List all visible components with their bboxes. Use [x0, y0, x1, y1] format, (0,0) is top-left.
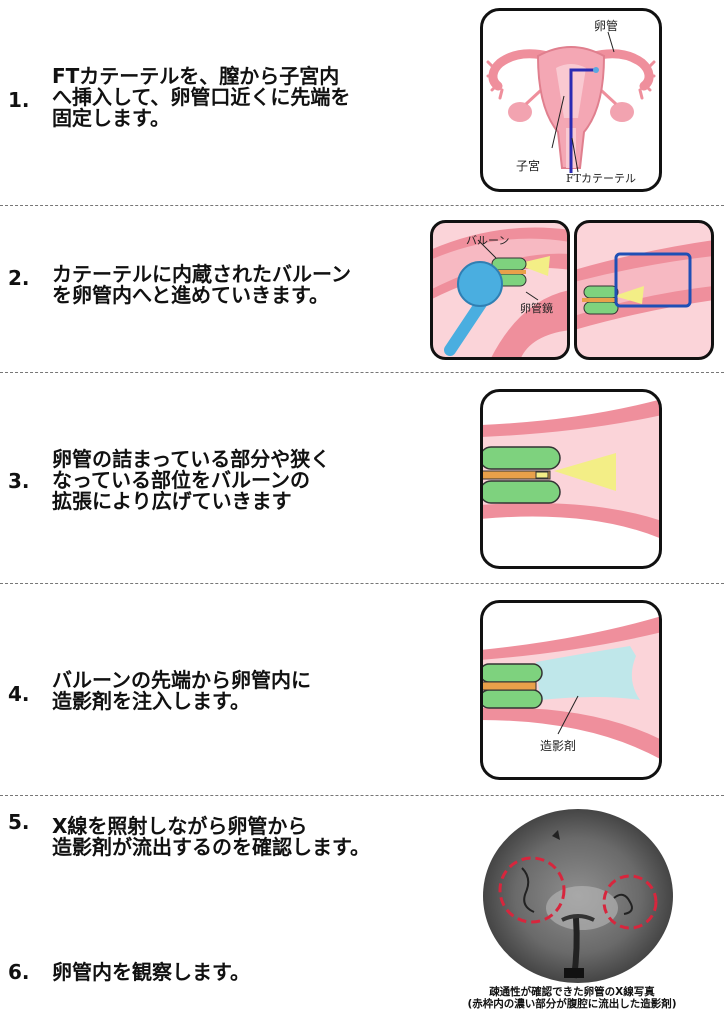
- separator: [0, 205, 724, 206]
- step-number: 2.: [8, 266, 30, 290]
- separator: [0, 795, 724, 796]
- step-text: FTカテーテルを、膣から子宮内 へ挿入して、卵管口近くに先端を 固定します。: [52, 66, 350, 129]
- step-number: 1.: [8, 88, 30, 112]
- step-text-line: カテーテルに内蔵されたバルーン: [52, 262, 351, 286]
- step-text: カテーテルに内蔵されたバルーン を卵管内へと進めていきます。: [52, 264, 351, 306]
- step-number: 6.: [8, 960, 30, 984]
- step-text-line: 造影剤を注入します。: [52, 689, 250, 713]
- xray-caption-line: 疎通性が確認できた卵管のX線写真: [489, 986, 655, 998]
- uterus-label: 子宮: [516, 158, 540, 173]
- step-text-line: 卵管の詰まっている部分や狭く: [52, 447, 331, 471]
- balloon-label: バルーン: [466, 234, 509, 247]
- step-text-line: 固定します。: [52, 106, 170, 130]
- contrast-injection-illustration: 造影剤: [480, 600, 662, 780]
- step-text-line: を卵管内へと進めていきます。: [52, 283, 329, 307]
- step-text-line: 造影剤が流出するのを確認します。: [52, 835, 370, 859]
- step-text: 卵管内を観察します。: [52, 962, 250, 983]
- fallopian-tube-label: 卵管: [594, 18, 618, 33]
- step-text-line: 拡張により広げていきます: [52, 489, 292, 513]
- xray-image: [483, 809, 673, 983]
- balloon-dilation-illustration: [480, 389, 662, 569]
- step-text-line: X線を照射しながら卵管から: [52, 814, 308, 838]
- step-number: 4.: [8, 682, 30, 706]
- step-number: 5.: [8, 810, 30, 834]
- step-text: 卵管の詰まっている部分や狭く なっている部位をバルーンの 拡張により広げていきま…: [52, 449, 330, 512]
- balloon-advance-illustration: [574, 220, 714, 360]
- uterus-illustration: 卵管 子宮 FTカテーテル: [480, 8, 662, 192]
- step-text-line: なっている部位をバルーンの: [52, 468, 310, 492]
- separator: [0, 583, 724, 584]
- step-3: 3. 卵管の詰まっている部分や狭く なっている部位をバルーンの 拡張により広げて…: [0, 373, 724, 583]
- step-5: 5. X線を照射しながら卵管から 造影剤が流出するのを確認します。: [0, 796, 724, 896]
- step-text-line: へ挿入して、卵管口近くに先端を: [52, 85, 351, 109]
- step-text: X線を照射しながら卵管から 造影剤が流出するのを確認します。: [52, 816, 370, 858]
- step-1: 1. FTカテーテルを、膣から子宮内 へ挿入して、卵管口近くに先端を 固定します…: [0, 0, 724, 205]
- xray-caption-line: (赤枠内の濃い部分が腹腔に流出した造影剤): [467, 998, 677, 1010]
- step-text-line: バルーンの先端から卵管内に: [52, 668, 311, 692]
- step-text-line: FTカテーテルを、膣から子宮内: [52, 64, 340, 88]
- step-6: 6. 卵管内を観察します。: [0, 950, 724, 990]
- contrast-label: 造影剤: [540, 738, 576, 753]
- step-text: バルーンの先端から卵管内に 造影剤を注入します。: [52, 670, 311, 712]
- balloon-insert-illustration: バルーン 卵管鏡: [430, 220, 570, 360]
- ft-catheter-label: FTカテーテル: [566, 172, 636, 185]
- step-number: 3.: [8, 469, 30, 493]
- step-2: 2. カテーテルに内蔵されたバルーン を卵管内へと進めていきます。 バルーン 卵…: [0, 206, 724, 371]
- separator: [0, 372, 724, 373]
- xray-caption: 疎通性が確認できた卵管のX線写真 (赤枠内の濃い部分が腹腔に流出した造影剤): [420, 986, 724, 1010]
- step-4: 4. バルーンの先端から卵管内に 造影剤を注入します。 造影剤: [0, 584, 724, 794]
- tubescope-label: 卵管鏡: [520, 301, 553, 315]
- step-text-line: 卵管内を観察します。: [52, 960, 250, 984]
